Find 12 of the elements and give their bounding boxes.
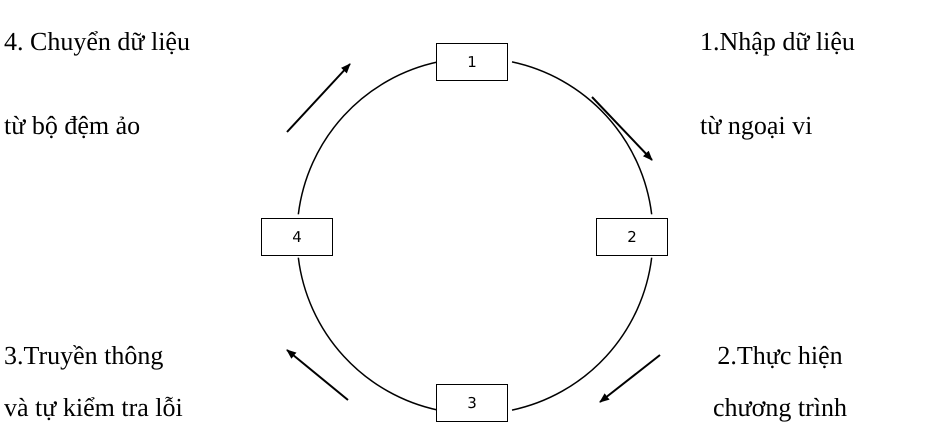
circle-arc <box>298 61 438 214</box>
step-caption: 2.Thực hiện chương trình <box>712 340 848 423</box>
step-box: 4 <box>261 218 333 256</box>
circle-arc <box>298 258 438 411</box>
step-box: 1 <box>436 43 508 81</box>
step-caption: 4. Chuyển dữ liệu từ bộ đệm ảo <box>4 26 191 142</box>
circle-arc <box>512 258 652 411</box>
step-caption: 3.Truyền thông và tự kiểm tra lỗi <box>4 340 184 423</box>
circle-arc <box>512 61 652 214</box>
step-box: 3 <box>436 384 508 422</box>
step-caption: 1.Nhập dữ liệu từ ngoại vi <box>700 26 856 142</box>
step-box: 2 <box>596 218 668 256</box>
